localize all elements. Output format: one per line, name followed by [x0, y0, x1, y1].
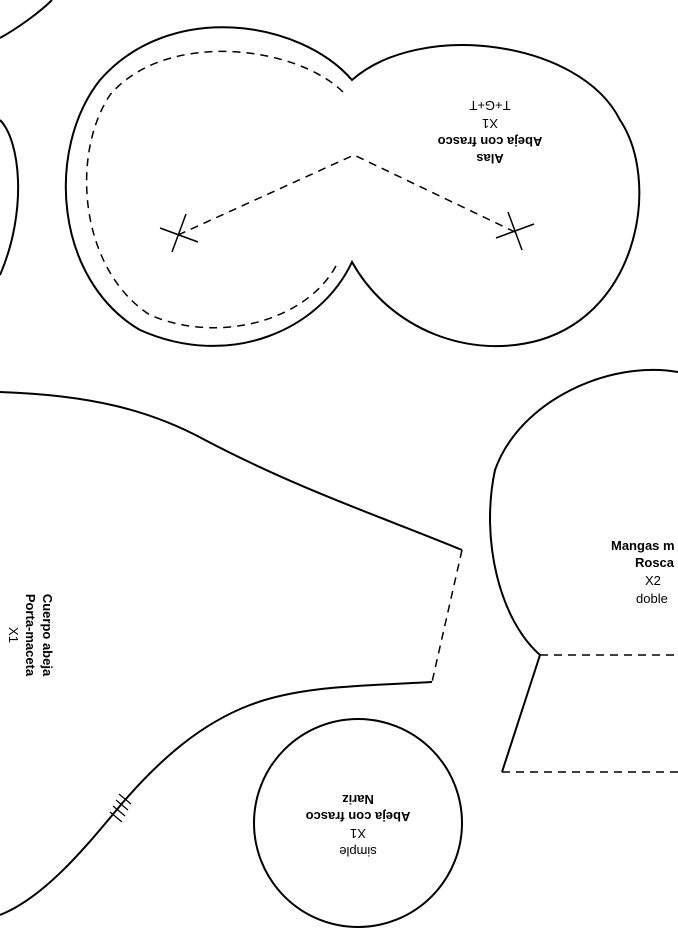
cross-mark-left: [159, 213, 199, 253]
partial-piece-left: [0, 119, 20, 276]
alas-seam-line: [85, 50, 344, 329]
cuerpo-name: Cuerpo abeja: [40, 594, 55, 677]
cuerpo-fold-line: [431, 549, 463, 683]
alas-placement-line: [177, 154, 516, 236]
alas-outline: [64, 26, 641, 348]
mangas-quantity: X2: [645, 573, 661, 588]
piece-cuerpo: Cuerpo abeja Porta-maceta X1: [0, 391, 463, 916]
nariz-project: Abeja con frasco: [306, 809, 411, 824]
alas-project: Abeja con frasco: [438, 134, 543, 149]
cuerpo-quantity: X1: [6, 627, 21, 643]
piece-nariz: simple X1 Abeja con frasco Nariz: [253, 718, 463, 928]
nariz-outline: [253, 718, 463, 928]
nariz-name: Nariz: [342, 792, 374, 807]
nariz-note: simple: [339, 844, 377, 859]
alas-quantity: X1: [482, 116, 498, 131]
cuerpo-outline: [0, 391, 463, 916]
cuerpo-notch-marks: [109, 793, 132, 823]
alas-note: T+G+T: [469, 98, 510, 113]
mangas-outline: [489, 368, 678, 773]
cuerpo-project: Porta-maceta: [23, 594, 38, 677]
mangas-name: Mangas m: [611, 538, 675, 553]
mangas-note: doble: [636, 591, 668, 606]
cross-mark-right: [495, 211, 535, 251]
piece-mangas: Mangas m Rosca X2 doble: [489, 368, 678, 773]
nariz-quantity: X1: [350, 826, 366, 841]
alas-name: Alas: [476, 151, 503, 166]
piece-alas: Alas Abeja con frasco X1 T+G+T: [64, 26, 641, 348]
mangas-project: Rosca: [635, 555, 675, 570]
partial-piece-top-left: [0, 0, 53, 39]
